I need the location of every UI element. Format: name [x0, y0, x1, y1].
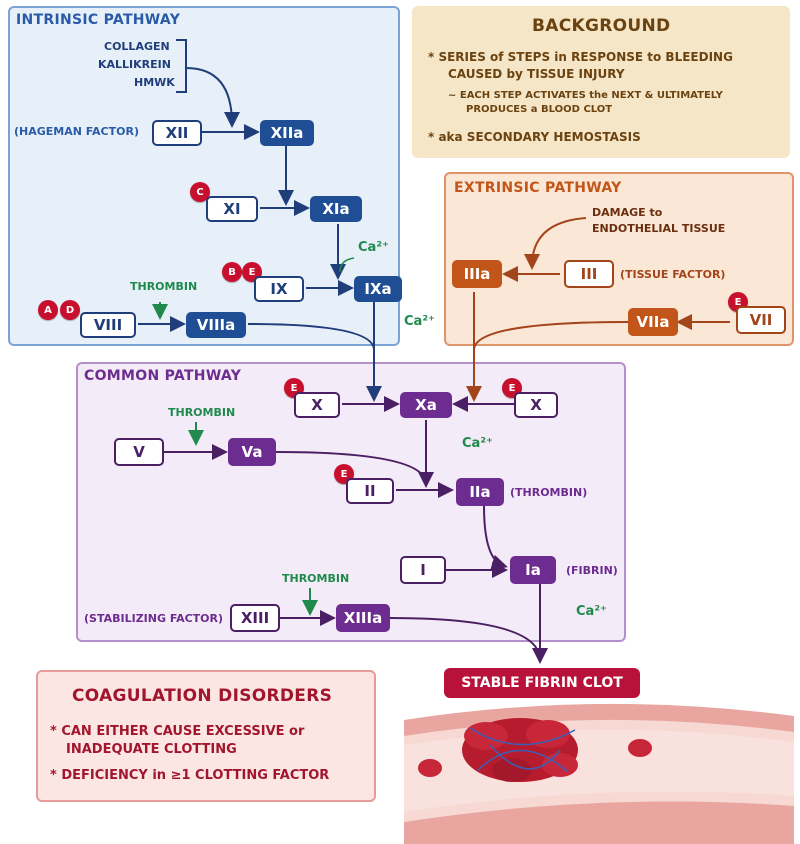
trigger-hmwk: HMWK [134, 76, 175, 89]
factor-ia: Ia [510, 556, 556, 584]
factor-xi: XI [206, 196, 258, 222]
extrinsic-panel [444, 172, 794, 346]
stabilizing-label: (STABILIZING FACTOR) [84, 612, 224, 625]
factor-viia: VIIa [628, 308, 678, 336]
factor-xiia: XIIa [260, 120, 314, 146]
background-panel [412, 6, 790, 158]
hageman-label: (HAGEMAN FACTOR) [14, 125, 139, 138]
blood-vessel-illustration [404, 703, 794, 844]
factor-xiiia: XIIIa [336, 604, 390, 632]
bg-bullet2: * aka SECONDARY HEMOSTASIS [428, 130, 641, 144]
disorders-title: COAGULATION DISORDERS [72, 686, 333, 706]
factor-iiia: IIIa [452, 260, 502, 288]
ca-extrinsic-label: Ca²⁺ [404, 314, 435, 329]
factor-v: V [114, 438, 164, 466]
arrow-xiiia-clot [389, 617, 548, 664]
badge-a: A [38, 300, 58, 320]
bg-sub1b: PRODUCES a BLOOD CLOT [466, 104, 613, 115]
background-title: BACKGROUND [532, 16, 671, 36]
intrinsic-title: INTRINSIC PATHWAY [16, 12, 181, 28]
arrow-viiia-xa [247, 323, 382, 402]
factor-viiia: VIIIa [186, 312, 246, 338]
intrinsic-panel [8, 6, 400, 346]
badge-d: D [60, 300, 80, 320]
bg-bullet1: * SERIES of STEPS in RESPONSE to BLEEDIN… [428, 50, 733, 64]
extrinsic-title: EXTRINSIC PATHWAY [454, 180, 622, 196]
factor-xia: XIa [310, 196, 362, 222]
disorders-b1: * CAN EITHER CAUSE EXCESSIVE or [50, 724, 305, 739]
factor-ii: II [346, 478, 394, 504]
factor-xa: Xa [400, 392, 452, 418]
ca-x-label: Ca²⁺ [462, 436, 493, 451]
arrow-damage-iii [524, 217, 587, 270]
stable-clot-title: STABLE FIBRIN CLOT [444, 668, 640, 698]
factor-x-right: X [514, 392, 558, 418]
damage-line2: ENDOTHELIAL TISSUE [592, 222, 726, 235]
trigger-collagen: COLLAGEN [104, 40, 170, 53]
bg-bullet1b: CAUSED by TISSUE INJURY [448, 67, 625, 81]
arrow-ca-ixa [339, 257, 355, 273]
factor-viii: VIII [80, 312, 136, 338]
common-title: COMMON PATHWAY [84, 368, 242, 384]
arrow-viia-xa [473, 321, 629, 351]
factor-ixa: IXa [354, 276, 402, 302]
factor-xiii: XIII [230, 604, 280, 632]
factor-x-left: X [294, 392, 340, 418]
disorders-panel [36, 670, 376, 802]
disorders-b1b: INADEQUATE CLOTTING [66, 742, 237, 757]
factor-xii: XII [152, 120, 202, 146]
factor-iia: IIa [456, 478, 504, 506]
disorders-b2: * DEFICIENCY in ≥1 CLOTTING FACTOR [50, 768, 330, 783]
fibrin-label: (FIBRIN) [566, 564, 618, 577]
arrow-iia-ia [483, 505, 508, 571]
bracket-line [176, 39, 187, 93]
arrow-va-iia [275, 451, 434, 488]
thrombin-viii-label: THROMBIN [130, 280, 198, 293]
bg-sub1: ~ EACH STEP ACTIVATES the NEXT & ULTIMAT… [448, 90, 723, 101]
ca-ix-label: Ca²⁺ [358, 240, 389, 255]
tissue-factor-label: (TISSUE FACTOR) [620, 268, 726, 281]
thrombin-xiii-label: THROMBIN [282, 572, 350, 585]
arrow-triggers-xiia [185, 67, 240, 128]
factor-va: Va [228, 438, 276, 466]
factor-iii: III [564, 260, 614, 288]
damage-line1: DAMAGE to [592, 206, 663, 219]
badge-b: B [222, 262, 242, 282]
factor-i: I [400, 556, 446, 584]
trigger-kallikrein: KALLIKREIN [98, 58, 171, 71]
factor-ix: IX [254, 276, 304, 302]
badge-c: C [190, 182, 210, 202]
thrombin-v-label: THROMBIN [168, 406, 236, 419]
ca-final-label: Ca²⁺ [576, 604, 607, 619]
thrombin-iia-label: (THROMBIN) [510, 486, 588, 499]
factor-vii: VII [736, 306, 786, 334]
